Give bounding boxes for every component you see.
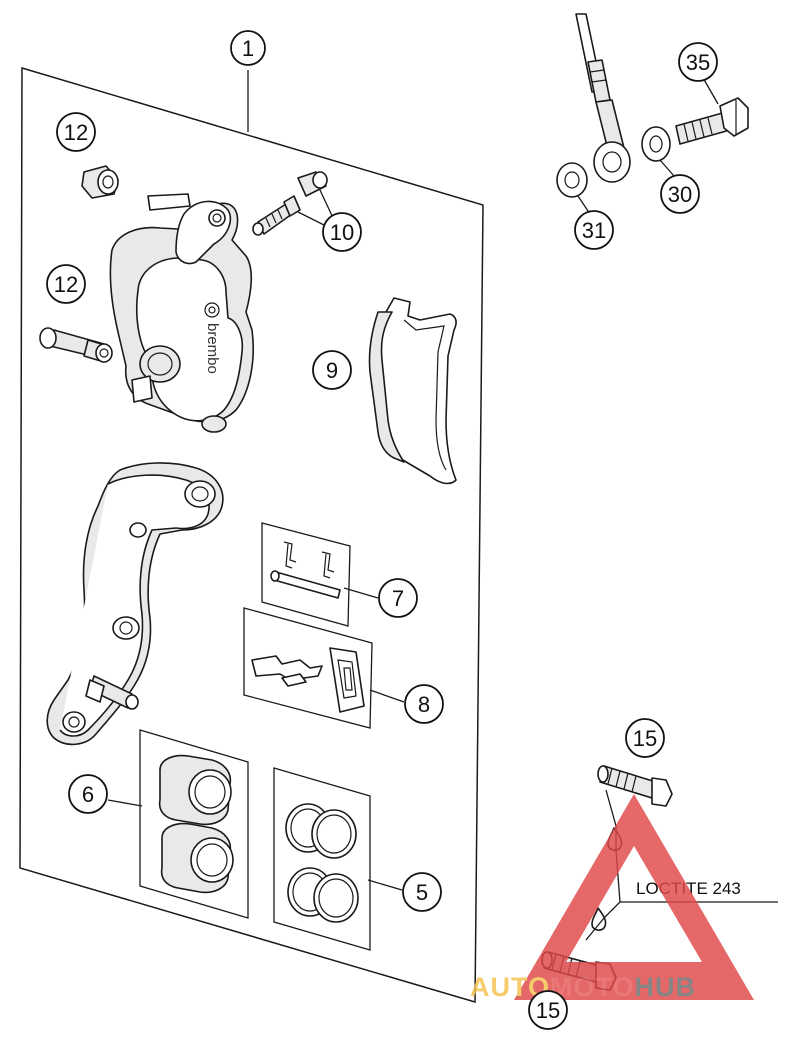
callout-7: 7: [378, 578, 418, 618]
callout-10: 10: [322, 212, 362, 252]
caliper-bolt: [39, 327, 113, 363]
brake-pads: [368, 297, 457, 485]
loctite-leader: [585, 789, 621, 941]
leader-8: [369, 689, 405, 703]
callout-12-left: 12: [46, 264, 86, 304]
spring-plate-kit: [251, 647, 365, 713]
callout-12-top: 12: [56, 112, 96, 152]
callout-9: 9: [312, 350, 352, 390]
svg-text:12: 12: [54, 272, 78, 297]
watermark-part2: MOTO: [550, 972, 635, 1002]
brake-caliper: [109, 193, 255, 433]
svg-text:8: 8: [418, 692, 430, 717]
piston-kit-box: [139, 729, 249, 919]
leader-31: [577, 195, 591, 215]
leader-6: [107, 799, 143, 807]
bleeder-valve: [252, 195, 301, 236]
svg-text:30: 30: [668, 182, 692, 207]
callout-15-bottom: 15: [528, 990, 568, 1030]
pin-kit-box: [261, 522, 351, 627]
svg-text:5: 5: [416, 880, 428, 905]
piston-seals: [285, 803, 359, 923]
autmotohub-watermark: AUTOMOTOHUB: [470, 794, 754, 1002]
svg-text:7: 7: [392, 586, 404, 611]
spring-kit-box: [243, 607, 373, 729]
bleeder-cap: [297, 171, 328, 197]
banjo-bolt: [675, 97, 749, 145]
leader-7: [343, 587, 379, 599]
washer-30: [641, 126, 671, 162]
callout-5: 5: [402, 872, 442, 912]
svg-text:10: 10: [330, 220, 354, 245]
svg-text:35: 35: [686, 50, 710, 75]
pistons: [158, 754, 234, 894]
callout-30: 30: [660, 174, 700, 214]
svg-text:31: 31: [582, 218, 606, 243]
retaining-pin-kit: [270, 541, 341, 599]
svg-text:15: 15: [536, 998, 560, 1023]
washer-31: [556, 162, 588, 198]
callout-8: 8: [404, 684, 444, 724]
caliper-brand-text: brembo: [204, 323, 221, 374]
callout-6: 6: [68, 774, 108, 814]
brake-hose: [575, 13, 631, 183]
seal-kit-box: [273, 767, 371, 951]
callout-35: 35: [678, 42, 718, 82]
leader-30: [659, 159, 675, 177]
svg-text:AUTOMOTOHUB: AUTOMOTOHUB: [470, 972, 696, 1002]
watermark-part3: HUB: [635, 972, 697, 1002]
svg-text:9: 9: [326, 358, 338, 383]
bushing-top: [81, 165, 119, 199]
svg-text:1: 1: [242, 36, 254, 61]
leader-5: [367, 879, 403, 891]
svg-text:6: 6: [82, 782, 94, 807]
callout-31: 31: [574, 210, 614, 250]
bolt-15-upper: [597, 765, 673, 807]
callout-15-top: 15: [625, 718, 665, 758]
svg-text:12: 12: [64, 120, 88, 145]
callout-1: 1: [230, 30, 266, 66]
watermark-triangle-icon: [514, 794, 754, 1000]
svg-text:15: 15: [633, 726, 657, 751]
caliper-bracket: [46, 462, 224, 746]
